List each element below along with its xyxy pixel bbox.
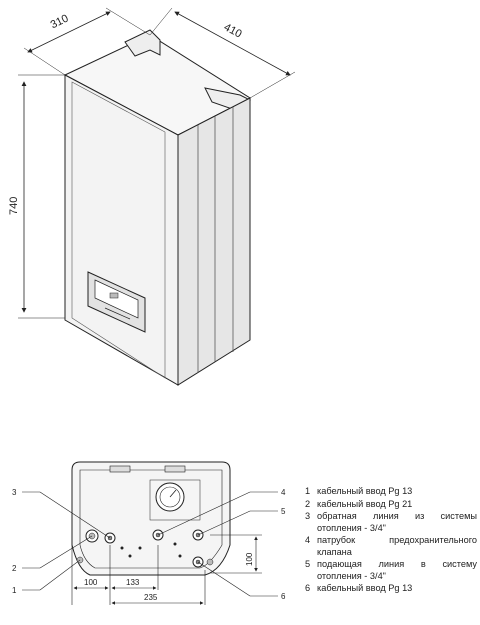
dimension-235: 235 <box>144 593 158 602</box>
boiler-side-face <box>177 97 251 386</box>
boiler-bottom-view <box>71 461 231 576</box>
dimension-100-horizontal: 100 <box>84 578 98 587</box>
dimension-height: 740 <box>8 74 65 319</box>
callout-1: 1 <box>12 586 17 595</box>
bottom-dimensions <box>71 534 262 605</box>
callout-3: 3 <box>12 488 17 497</box>
callout-4: 4 <box>281 488 286 497</box>
display-screen <box>109 292 119 299</box>
dimension-133: 133 <box>126 578 140 587</box>
callout-5: 5 <box>281 507 286 516</box>
callout-6: 6 <box>281 592 286 601</box>
boiler-iso-view <box>63 29 252 386</box>
mounting-bracket <box>124 29 161 57</box>
callout-leaders <box>22 491 278 597</box>
callout-2: 2 <box>12 564 17 573</box>
dimension-height-label: 740 <box>8 197 20 215</box>
dimension-depth-label: 310 <box>49 12 71 31</box>
dimension-100-vertical: 100 <box>245 552 254 566</box>
dimension-width-label: 410 <box>222 21 244 40</box>
